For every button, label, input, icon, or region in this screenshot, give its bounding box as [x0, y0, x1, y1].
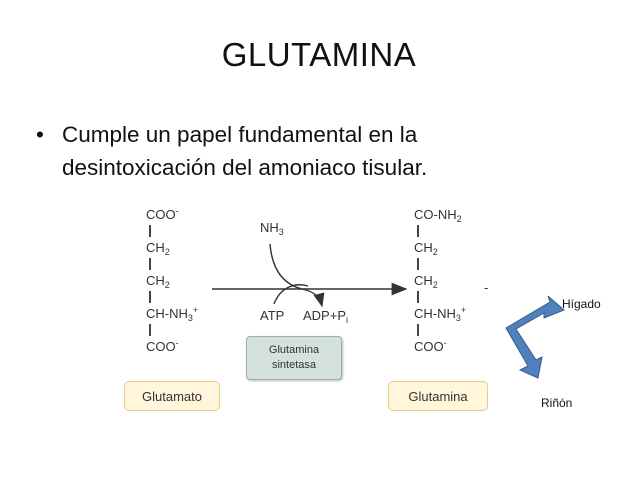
liver-label: Hígado [562, 297, 601, 311]
bullet-text: Cumple un papel fundamental en la desint… [62, 122, 428, 180]
glutamate-box: Glutamato [124, 381, 220, 411]
trailing-dash: - [484, 280, 489, 295]
reaction-arrows [212, 243, 408, 308]
atp-arc [273, 284, 309, 305]
atp-label: ATP [260, 308, 285, 323]
glutamine-structure: CO-NH2 CH2 CH2 CH-NH3+ COO- [414, 207, 467, 354]
adp-label: ADP+Pi [303, 308, 348, 325]
glutamine-box: Glutamina [388, 381, 488, 411]
nh3-arrow [269, 243, 325, 308]
reaction-scheme: COO- CH2 CH2 CH-NH3+ COO- CO-NH2 CH2 CH2… [122, 196, 490, 422]
organ-transport-arrow [505, 296, 565, 379]
kidney-label: Riñón [541, 396, 573, 410]
glutamate-structure: COO- CH2 CH2 CH-NH3+ COO- [146, 206, 199, 354]
nh3-label: NH3 [260, 220, 284, 237]
bullet-glyph: • [36, 122, 44, 147]
enzyme-box: Glutamina sintetasa [246, 336, 342, 380]
slide-title: GLUTAMINA [221, 36, 417, 73]
